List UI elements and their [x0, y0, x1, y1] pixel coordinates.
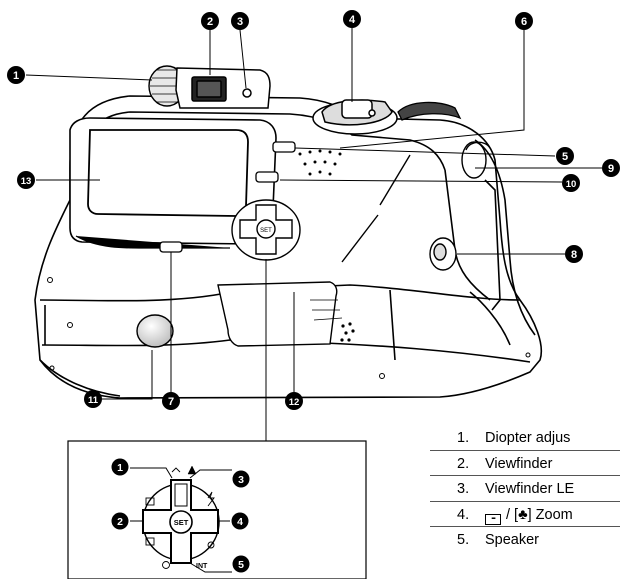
callout-11: 11: [84, 390, 102, 408]
svg-text:1: 1: [13, 70, 19, 82]
mode-dial: [397, 101, 462, 121]
callout-5: 5: [556, 147, 574, 165]
svg-text:10: 10: [566, 179, 577, 190]
callout-4: 4: [343, 10, 361, 28]
svg-text:6: 6: [521, 16, 527, 28]
callout-9: 9: [602, 159, 620, 177]
svg-text:4: 4: [349, 14, 356, 26]
callout-2: 2: [201, 12, 219, 30]
callout-13: 13: [17, 171, 35, 189]
legend-text: / [♣] Zoom: [506, 506, 573, 523]
svg-text:8: 8: [571, 249, 577, 261]
battery-door-grip: [340, 322, 355, 342]
inset-callout-2: 2: [111, 512, 129, 530]
svg-text:5: 5: [238, 559, 244, 571]
legend-number: 1.: [457, 430, 470, 446]
svg-text:5: 5: [562, 151, 568, 163]
callout-7: 7: [162, 392, 180, 410]
callout-1: 1: [7, 66, 25, 84]
inset-set-label: SET: [174, 518, 189, 527]
legend-text: Speaker: [485, 532, 540, 548]
camera-dpad: SET: [231, 199, 301, 261]
svg-text:3: 3: [237, 16, 243, 28]
legend-number: 5.: [457, 532, 470, 548]
inset-dpad: SET INT: [142, 465, 220, 570]
svg-text:4: 4: [237, 516, 243, 528]
lcd-screen: [69, 117, 277, 249]
legend-row: 4. ▪▪▪ / [♣] Zoom: [430, 502, 620, 527]
legend-text: Viewfinder: [485, 455, 553, 472]
callout-12: 12: [285, 392, 303, 410]
svg-text:13: 13: [21, 176, 32, 187]
callout-6: 6: [515, 12, 533, 30]
svg-text:3: 3: [238, 474, 244, 486]
legend-row: 1. Diopter adjus: [430, 425, 620, 451]
zoom-wide-icon: ▪▪▪: [485, 513, 501, 525]
screws: [47, 277, 531, 379]
strap-lug: [461, 141, 491, 179]
legend-row: 3. Viewfinder LE: [430, 476, 620, 502]
legend-number: 2.: [457, 455, 470, 472]
leader-lines: [25, 28, 602, 441]
legend-text: Viewfinder LE: [485, 481, 575, 497]
zoom-lever: [312, 99, 398, 135]
tripod-socket: [136, 314, 174, 348]
legend-number: 4.: [457, 506, 470, 523]
legend-row: 5. Speaker: [430, 527, 620, 552]
camera-set-label: SET: [260, 228, 272, 234]
svg-text:2: 2: [207, 16, 213, 28]
inset-callout-3: 3: [232, 470, 250, 488]
inset-callout-4: 4: [231, 512, 249, 530]
dc-port: [429, 237, 457, 271]
vent-slots: [341, 154, 411, 263]
svg-text:12: 12: [289, 397, 300, 408]
inset-int-label: INT: [196, 563, 208, 570]
callout-3: 3: [231, 12, 249, 30]
side-buttons: [159, 141, 296, 253]
speaker-grille: [298, 149, 342, 176]
legend-text-zoom: ▪▪▪ / [♣] Zoom: [485, 507, 573, 525]
battery-door: [217, 281, 343, 347]
dpad-inset: SET INT 1 3: [67, 440, 367, 579]
svg-text:7: 7: [168, 396, 174, 408]
callout-10: 10: [562, 174, 580, 192]
svg-text:9: 9: [608, 163, 614, 175]
svg-text:11: 11: [88, 395, 99, 406]
legend-text: Diopter adjus: [485, 430, 571, 446]
legend-number: 3.: [457, 481, 470, 497]
svg-text:2: 2: [117, 516, 123, 528]
inset-callout-1: 1: [111, 458, 129, 476]
callout-8: 8: [565, 245, 583, 263]
inset-callout-5: 5: [232, 555, 250, 573]
svg-text:1: 1: [117, 462, 123, 474]
viewfinder-housing: [175, 67, 271, 109]
legend-row: 2. Viewfinder: [430, 451, 620, 476]
